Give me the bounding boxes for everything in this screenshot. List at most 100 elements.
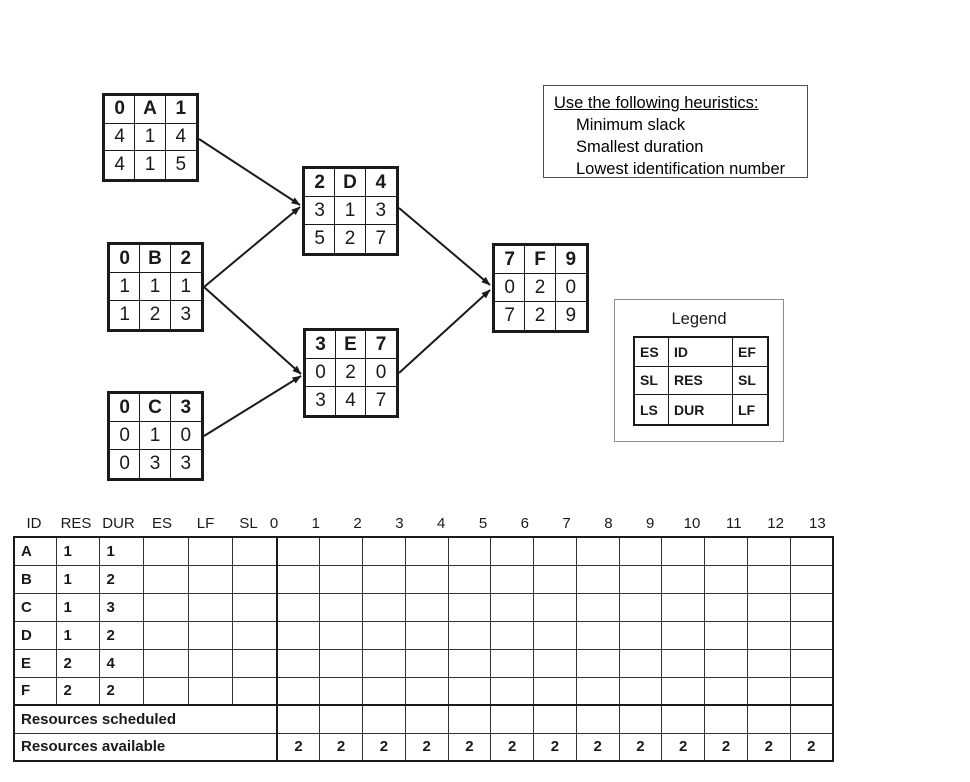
timecell-d-t0[interactable] <box>275 620 321 650</box>
timecell-e-t5[interactable] <box>490 648 535 678</box>
resources-scheduled-t4[interactable] <box>447 704 492 734</box>
timecell-c-t4[interactable] <box>447 592 492 622</box>
timecell-c-t7[interactable] <box>575 592 620 622</box>
timecell-e-t12[interactable] <box>789 648 834 678</box>
resources-available-t12[interactable]: 2 <box>789 732 834 762</box>
timecell-b-t4[interactable] <box>447 564 492 594</box>
activity-lf-e[interactable] <box>188 648 234 678</box>
timecell-b-t3[interactable] <box>404 564 449 594</box>
timecell-c-t3[interactable] <box>404 592 449 622</box>
resources-scheduled-t12[interactable] <box>789 704 834 734</box>
activity-es-c[interactable] <box>143 592 190 622</box>
timecell-d-t4[interactable] <box>447 620 492 650</box>
timecell-c-t0[interactable] <box>275 592 321 622</box>
timecell-f-t0[interactable] <box>275 676 321 706</box>
activity-id-f[interactable]: F <box>13 676 58 706</box>
resources-available-t0[interactable]: 2 <box>275 732 321 762</box>
timecell-c-t11[interactable] <box>746 592 791 622</box>
timecell-d-t1[interactable] <box>319 620 363 650</box>
resources-scheduled-t10[interactable] <box>704 704 748 734</box>
resources-scheduled-t2[interactable] <box>361 704 406 734</box>
timecell-c-t10[interactable] <box>704 592 748 622</box>
timecell-c-t8[interactable] <box>618 592 663 622</box>
timecell-c-t5[interactable] <box>490 592 535 622</box>
activity-es-e[interactable] <box>143 648 190 678</box>
timecell-a-t8[interactable] <box>618 536 663 566</box>
resources-available-t3[interactable]: 2 <box>404 732 449 762</box>
activity-sl-b[interactable] <box>232 564 278 594</box>
resources-available-t11[interactable]: 2 <box>746 732 791 762</box>
timecell-b-t11[interactable] <box>746 564 791 594</box>
timecell-a-t0[interactable] <box>275 536 321 566</box>
timecell-f-t7[interactable] <box>575 676 620 706</box>
activity-sl-c[interactable] <box>232 592 278 622</box>
timecell-b-t12[interactable] <box>789 564 834 594</box>
timecell-f-t1[interactable] <box>319 676 363 706</box>
resources-scheduled-t8[interactable] <box>618 704 663 734</box>
resources-available-t5[interactable]: 2 <box>490 732 535 762</box>
timecell-f-t2[interactable] <box>361 676 406 706</box>
timecell-b-t2[interactable] <box>361 564 406 594</box>
activity-res-a[interactable]: 1 <box>56 536 101 566</box>
timecell-f-t3[interactable] <box>404 676 449 706</box>
timecell-a-t11[interactable] <box>746 536 791 566</box>
timecell-e-t2[interactable] <box>361 648 406 678</box>
timecell-e-t9[interactable] <box>661 648 706 678</box>
resources-scheduled-t9[interactable] <box>661 704 706 734</box>
activity-dur-e[interactable]: 4 <box>99 648 145 678</box>
resources-scheduled-t1[interactable] <box>319 704 363 734</box>
timecell-e-t4[interactable] <box>447 648 492 678</box>
activity-lf-a[interactable] <box>188 536 234 566</box>
activity-lf-b[interactable] <box>188 564 234 594</box>
activity-dur-a[interactable]: 1 <box>99 536 145 566</box>
timecell-a-t9[interactable] <box>661 536 706 566</box>
timecell-c-t6[interactable] <box>533 592 577 622</box>
timecell-f-t6[interactable] <box>533 676 577 706</box>
activity-es-d[interactable] <box>143 620 190 650</box>
activity-id-c[interactable]: C <box>13 592 58 622</box>
timecell-f-t4[interactable] <box>447 676 492 706</box>
resources-scheduled-t0[interactable] <box>275 704 321 734</box>
resources-available-t6[interactable]: 2 <box>533 732 577 762</box>
activity-es-a[interactable] <box>143 536 190 566</box>
activity-lf-d[interactable] <box>188 620 234 650</box>
timecell-a-t2[interactable] <box>361 536 406 566</box>
resources-available-t1[interactable]: 2 <box>319 732 363 762</box>
timecell-d-t12[interactable] <box>789 620 834 650</box>
timecell-a-t4[interactable] <box>447 536 492 566</box>
timecell-f-t11[interactable] <box>746 676 791 706</box>
timecell-e-t1[interactable] <box>319 648 363 678</box>
timecell-f-t12[interactable] <box>789 676 834 706</box>
activity-dur-c[interactable]: 3 <box>99 592 145 622</box>
timecell-d-t2[interactable] <box>361 620 406 650</box>
activity-lf-f[interactable] <box>188 676 234 706</box>
timecell-a-t10[interactable] <box>704 536 748 566</box>
activity-sl-d[interactable] <box>232 620 278 650</box>
timecell-d-t8[interactable] <box>618 620 663 650</box>
timecell-d-t5[interactable] <box>490 620 535 650</box>
timecell-c-t9[interactable] <box>661 592 706 622</box>
activity-res-f[interactable]: 2 <box>56 676 101 706</box>
resources-scheduled-t7[interactable] <box>575 704 620 734</box>
timecell-b-t1[interactable] <box>319 564 363 594</box>
timecell-b-t6[interactable] <box>533 564 577 594</box>
activity-id-a[interactable]: A <box>13 536 58 566</box>
timecell-d-t6[interactable] <box>533 620 577 650</box>
timecell-a-t12[interactable] <box>789 536 834 566</box>
timecell-e-t3[interactable] <box>404 648 449 678</box>
activity-res-c[interactable]: 1 <box>56 592 101 622</box>
timecell-e-t6[interactable] <box>533 648 577 678</box>
activity-dur-d[interactable]: 2 <box>99 620 145 650</box>
activity-dur-b[interactable]: 2 <box>99 564 145 594</box>
resources-scheduled-t11[interactable] <box>746 704 791 734</box>
activity-id-d[interactable]: D <box>13 620 58 650</box>
timecell-f-t8[interactable] <box>618 676 663 706</box>
timecell-a-t6[interactable] <box>533 536 577 566</box>
timecell-b-t8[interactable] <box>618 564 663 594</box>
activity-res-d[interactable]: 1 <box>56 620 101 650</box>
timecell-e-t7[interactable] <box>575 648 620 678</box>
timecell-d-t11[interactable] <box>746 620 791 650</box>
resources-available-t7[interactable]: 2 <box>575 732 620 762</box>
activity-dur-f[interactable]: 2 <box>99 676 145 706</box>
activity-sl-e[interactable] <box>232 648 278 678</box>
